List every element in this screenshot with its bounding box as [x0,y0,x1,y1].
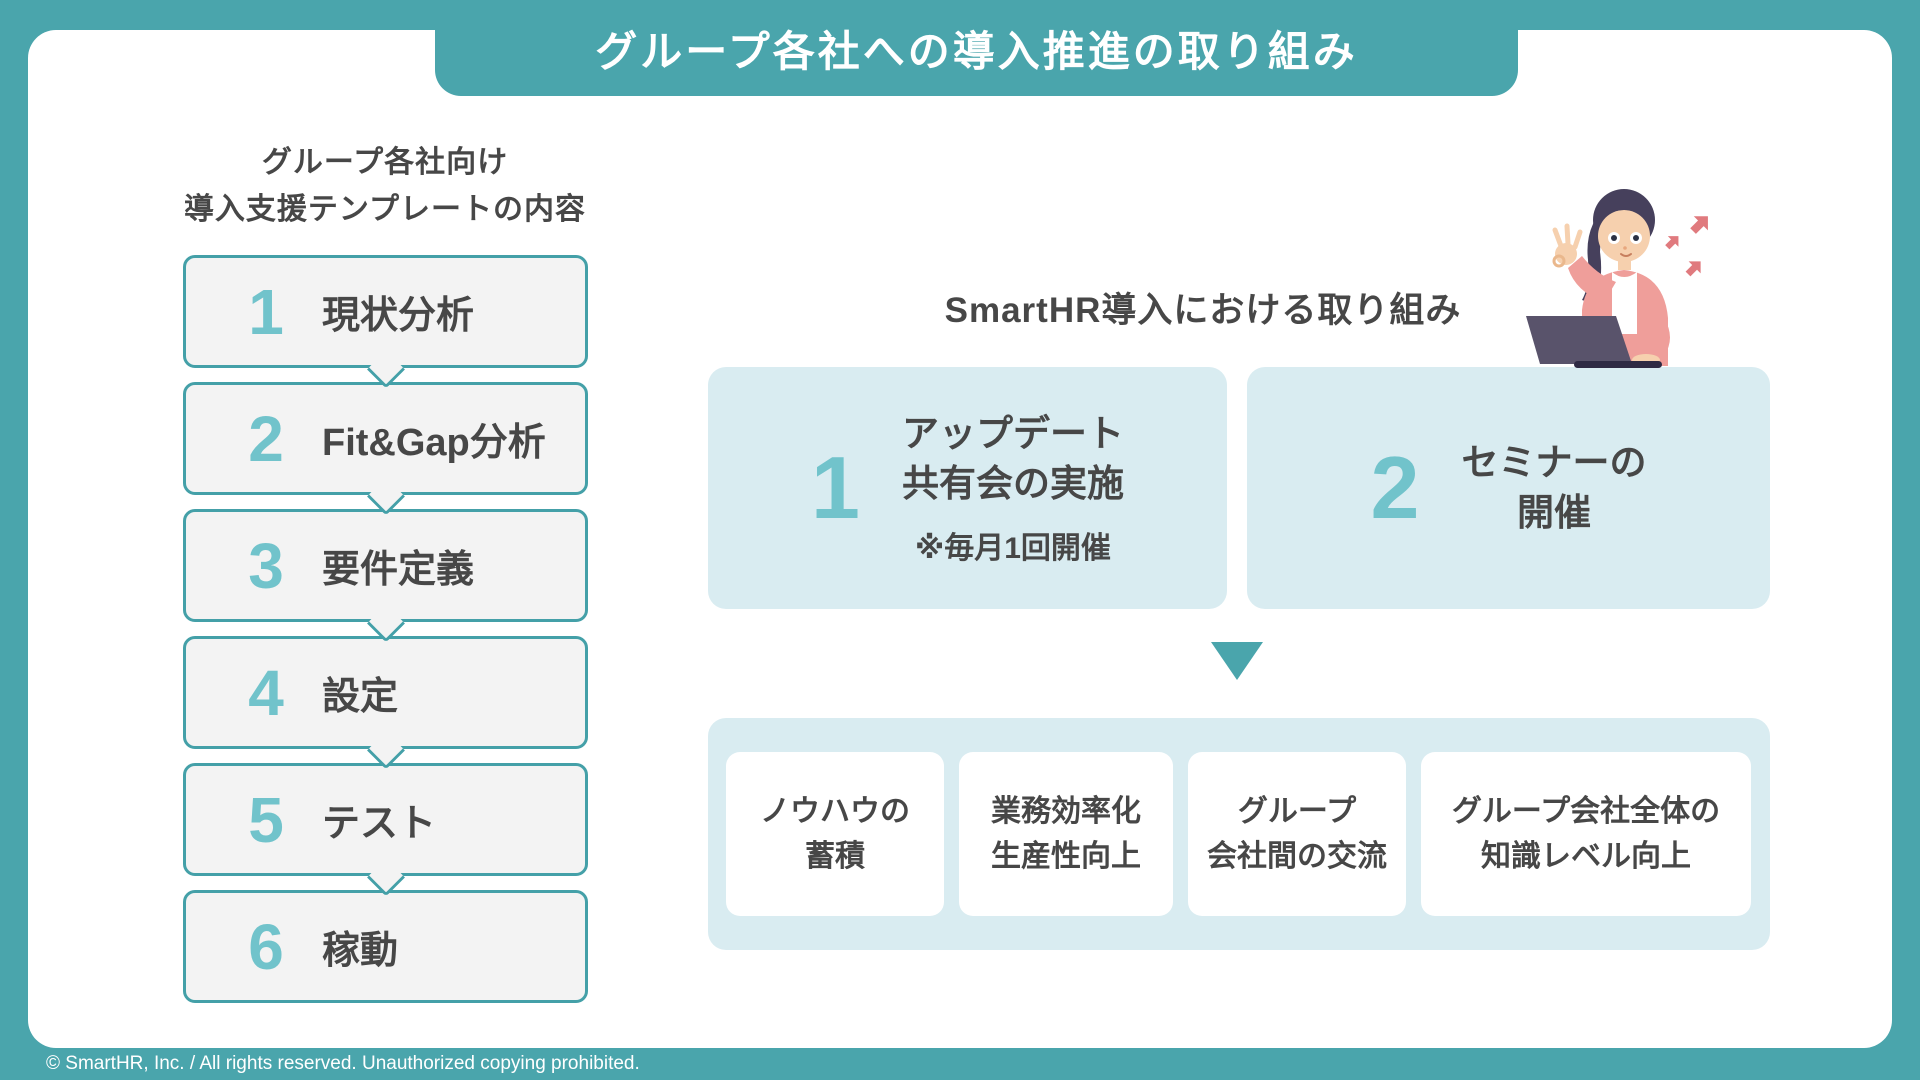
outcome-line2: 会社間の交流 [1207,840,1387,873]
title-banner: グループ各社への導入推進の取り組み [435,0,1518,96]
step-number: 2 [248,402,284,475]
step-number: 1 [248,275,284,348]
template-step-list: 1 現状分析 2 Fit&Gap分析 3 要件定義 4 設定 5 テスト 6 稼… [183,255,588,1017]
left-column-heading: グループ各社向け 導入支援テンプレートの内容 [160,140,610,233]
step-number: 4 [248,656,284,729]
left-heading-line1: グループ各社向け [261,146,509,179]
outcome-line1: グループ会社全体の [1451,795,1721,828]
initiative-text: アップデート 共有会の実施 ※毎月1回開催 [902,409,1124,567]
step-number: 6 [248,910,284,983]
step-2-fit-gap: 2 Fit&Gap分析 [183,382,588,516]
outcome-line1: 業務効率化 [991,795,1141,828]
outcome-efficiency: 業務効率化 生産性向上 [959,752,1173,916]
step-6-kado: 6 稼動 [183,890,588,1003]
outcome-line2: 生産性向上 [991,840,1141,873]
initiative-title-line1: セミナーの [1461,442,1647,484]
woman-ok-sign-laptop-illustration [1526,189,1708,368]
initiative-text: セミナーの 開催 [1461,438,1646,538]
initiative-note: ※毎月1回開催 [915,531,1111,565]
initiative-number: 2 [1370,438,1420,537]
outcome-exchange: グループ 会社間の交流 [1188,752,1406,916]
outcome-line2: 蓄積 [805,840,865,873]
outcome-knowledge-level: グループ会社全体の 知識レベル向上 [1421,752,1751,916]
initiative-2-seminar: 2 セミナーの 開催 [1247,367,1770,609]
step-4-settei: 4 設定 [183,636,588,770]
step-label: 現状分析 [322,295,475,337]
step-label: 稼動 [322,930,399,972]
outcome-knowhow: ノウハウの 蓄積 [726,752,944,916]
step-1-genjo-bunseki: 1 現状分析 [183,255,588,389]
step-label: テスト [322,803,437,845]
step-number: 3 [248,529,284,602]
step-3-yoken-teigi: 3 要件定義 [183,509,588,643]
step-label: 設定 [322,676,399,718]
step-number: 5 [248,783,284,856]
initiative-number: 1 [811,438,860,537]
initiative-title-line2: 開催 [1516,492,1591,533]
page-title: グループ各社への導入推進の取り組み [595,27,1358,75]
right-column-heading: SmartHR導入における取り組み [944,291,1462,330]
copyright-footer: © SmartHR, Inc. / All rights reserved. U… [46,1053,640,1074]
outcome-line1: グループ [1237,795,1357,828]
initiative-title: アップデート 共有会の実施 [902,409,1124,509]
outcomes-container: ノウハウの 蓄積 業務効率化 生産性向上 グループ 会社間の交流 グループ会社全… [708,718,1770,950]
initiative-1-update-meeting: 1 アップデート 共有会の実施 ※毎月1回開催 [708,367,1227,609]
step-label: Fit&Gap分析 [322,422,546,464]
outcome-line1: ノウハウの [760,795,910,828]
initiative-title: セミナーの 開催 [1461,438,1646,538]
step-5-test: 5 テスト [183,763,588,897]
down-arrow-icon [1211,642,1263,680]
initiative-title-line1: アップデート [901,413,1124,455]
initiative-title-line2: 共有会の実施 [901,463,1124,504]
outcome-line2: 知識レベル向上 [1480,840,1691,873]
step-label: 要件定義 [322,549,475,591]
left-heading-line2: 導入支援テンプレートの内容 [183,192,587,226]
